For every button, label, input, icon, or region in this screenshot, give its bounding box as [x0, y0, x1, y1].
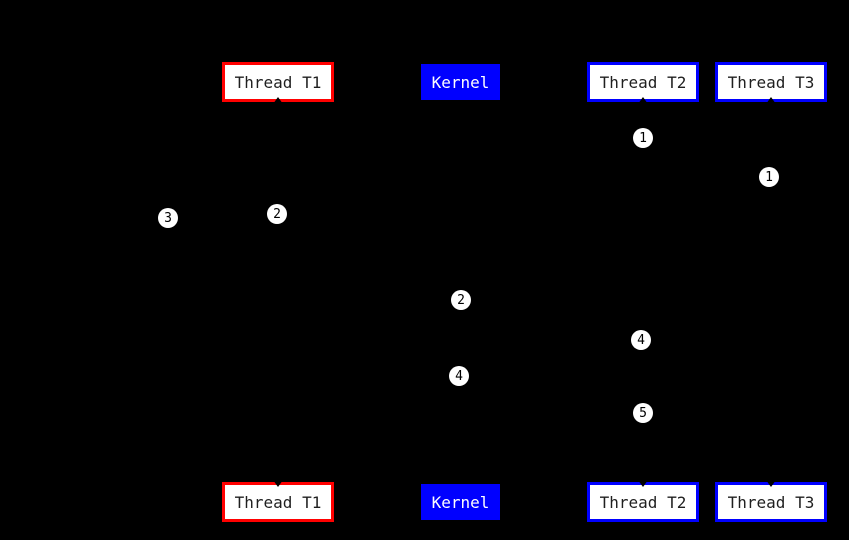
step-marker-5: 5 — [633, 403, 653, 423]
lifeline-arrowhead-icon — [273, 480, 283, 487]
lifeline-arrowhead-icon — [638, 480, 648, 487]
node-thread-t2-top: Thread T2 — [587, 62, 699, 104]
step-marker-3: 3 — [158, 208, 178, 228]
node-label: Thread T2 — [599, 72, 687, 92]
step-marker-4: 4 — [449, 366, 469, 386]
node-thread-t1-top: Thread T1 — [222, 62, 334, 104]
lifeline-arrowhead-icon — [766, 97, 776, 104]
node-thread-t3-top: Thread T3 — [715, 62, 827, 104]
node-label: Thread T3 — [727, 72, 815, 92]
node-label: Kernel — [431, 72, 490, 92]
step-marker-1: 1 — [633, 128, 653, 148]
node-label: Thread T2 — [599, 492, 687, 512]
node-thread-t2-bottom: Thread T2 — [587, 480, 699, 522]
node-kernel-bottom: Kernel — [421, 484, 500, 520]
lifeline-arrowhead-icon — [273, 97, 283, 104]
node-kernel-top: Kernel — [421, 64, 500, 100]
lifeline-arrowhead-icon — [638, 97, 648, 104]
node-thread-t1-bottom: Thread T1 — [222, 480, 334, 522]
node-label: Kernel — [431, 492, 490, 512]
step-marker-2: 2 — [267, 204, 287, 224]
node-label: Thread T1 — [234, 492, 322, 512]
lifeline-arrowhead-icon — [766, 480, 776, 487]
node-label: Thread T3 — [727, 492, 815, 512]
node-label: Thread T1 — [234, 72, 322, 92]
step-marker-1: 1 — [759, 167, 779, 187]
node-thread-t3-bottom: Thread T3 — [715, 480, 827, 522]
step-marker-2: 2 — [451, 290, 471, 310]
step-marker-4: 4 — [631, 330, 651, 350]
